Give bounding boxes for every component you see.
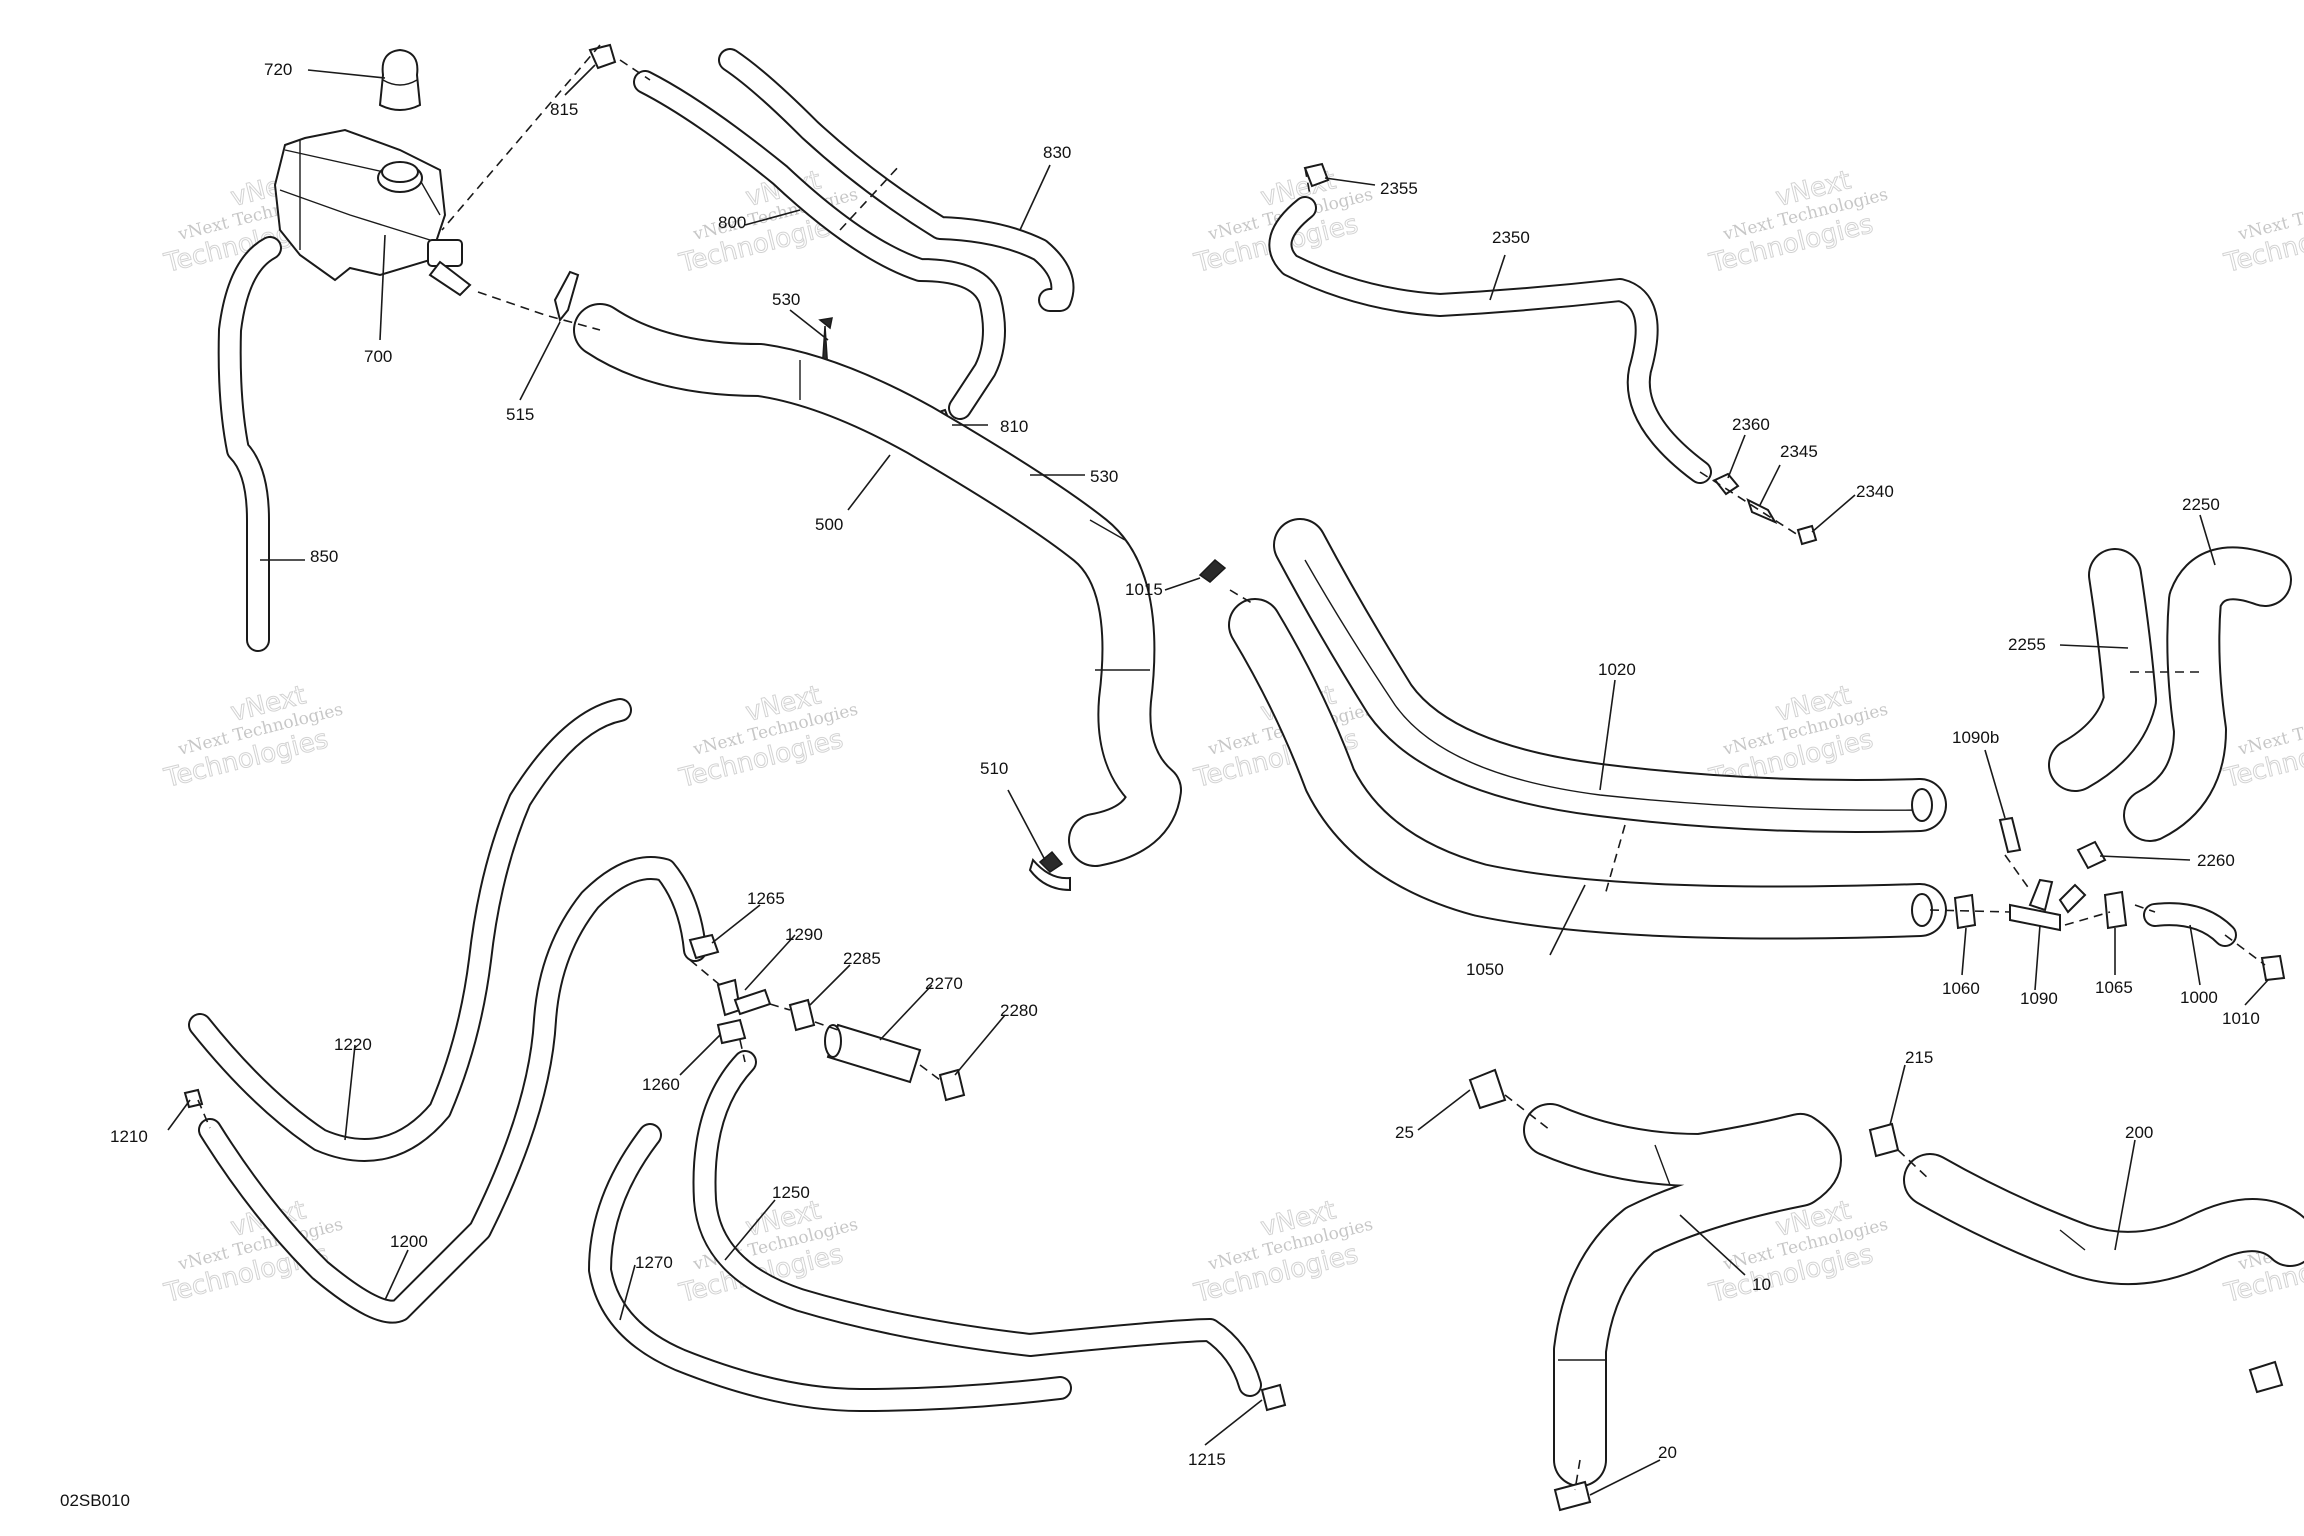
callout-1050: 1050 — [1466, 960, 1504, 979]
hose-830 — [718, 48, 1075, 312]
clamp-1215 — [1260, 1383, 1287, 1412]
callout-1220: 1220 — [334, 1035, 372, 1054]
callout-1200: 1200 — [390, 1232, 428, 1251]
callout-1015: 1015 — [1125, 580, 1163, 599]
hose-1020 — [1273, 518, 1947, 833]
callout-1215: 1215 — [1188, 1450, 1226, 1469]
callout-800: 800 — [718, 213, 746, 232]
callout-530: 530 — [1090, 467, 1118, 486]
callout-1010: 1010 — [2222, 1009, 2260, 1028]
callout-1090b: 1090b — [1952, 728, 1999, 747]
hose-2350 — [1268, 196, 1712, 484]
hose-1050 — [1228, 598, 1947, 940]
main-hose-500 — [573, 303, 1182, 867]
elbow-1290 — [716, 978, 772, 1017]
clamp-200-end — [2248, 1360, 2284, 1394]
sensor-1090b — [1998, 816, 2022, 854]
callout-2260: 2260 — [2197, 851, 2235, 870]
hose-1270 — [588, 1123, 1072, 1412]
fitting-2355 — [1303, 162, 1330, 188]
hose-2250 — [2123, 546, 2292, 842]
coolant-reservoir — [273, 128, 472, 297]
callout-2285: 2285 — [843, 949, 881, 968]
tube-2270 — [824, 1023, 922, 1084]
callout-215: 215 — [1905, 1048, 1933, 1067]
hose-1220 — [188, 698, 632, 1162]
hose-1200 — [198, 856, 707, 1324]
callout-1250: 1250 — [772, 1183, 810, 1202]
drawing-id: 02SB010 — [60, 1491, 130, 1510]
hose-800 — [633, 70, 1006, 420]
callout-2350: 2350 — [1492, 228, 1530, 247]
tee-1090 — [2009, 878, 2087, 932]
leader-lines — [167, 64, 2269, 1496]
hose-200 — [1903, 1153, 2304, 1285]
callout-850: 850 — [310, 547, 338, 566]
callout-2345: 2345 — [1780, 442, 1818, 461]
callout-1270: 1270 — [635, 1253, 673, 1272]
clamp-2260 — [2076, 840, 2107, 870]
fitting-2340 — [1796, 524, 1818, 546]
callout-830: 830 — [1043, 143, 1071, 162]
clamp-510 — [1028, 850, 1071, 892]
callout-2280: 2280 — [1000, 1001, 1038, 1020]
hose-1250 — [692, 1050, 1262, 1397]
callout-1210: 1210 — [110, 1127, 148, 1146]
bracket-515 — [553, 270, 580, 323]
clamp-1010 — [2260, 954, 2286, 982]
callout-25: 25 — [1395, 1123, 1414, 1142]
nut-2360 — [1713, 472, 1740, 496]
assembly-lines — [197, 44, 2266, 1491]
callout-2360: 2360 — [1732, 415, 1770, 434]
callout-1065: 1065 — [2095, 978, 2133, 997]
callout-500: 500 — [815, 515, 843, 534]
callout-1290: 1290 — [785, 925, 823, 944]
callout-2355: 2355 — [1380, 179, 1418, 198]
overflow-hose — [217, 236, 282, 652]
hose-1000 — [2143, 902, 2237, 947]
callout-20: 20 — [1658, 1443, 1677, 1462]
callout-10: 10 — [1752, 1275, 1771, 1294]
callout-1260: 1260 — [642, 1075, 680, 1094]
callout-2250: 2250 — [2182, 495, 2220, 514]
callout-2340: 2340 — [1856, 482, 1894, 501]
callout-515: 515 — [506, 405, 534, 424]
hose-clip — [588, 43, 617, 70]
callout-720: 720 — [264, 60, 292, 79]
callout-1265: 1265 — [747, 889, 785, 908]
hose-2255 — [2048, 548, 2157, 792]
reservoir-cap — [378, 48, 422, 111]
clamp-1065 — [2103, 890, 2128, 930]
clamp-2285 — [788, 998, 816, 1032]
callout-labels: 720 815 830 800 700 515 530 810 530 500 … — [110, 60, 2260, 1469]
callout-1000: 1000 — [2180, 988, 2218, 1007]
callout-510: 510 — [980, 759, 1008, 778]
clamp-215 — [1868, 1122, 1900, 1158]
clamp-1265 — [688, 933, 720, 960]
clamp-25 — [1468, 1068, 1507, 1110]
callout-1020: 1020 — [1598, 660, 1636, 679]
callout-530: 530 — [772, 290, 800, 309]
hose-10 — [1523, 1103, 1842, 1487]
callout-815: 815 — [550, 100, 578, 119]
clamp-1260 — [716, 1018, 747, 1045]
clamp-2280 — [938, 1068, 966, 1102]
callout-200: 200 — [2125, 1123, 2153, 1142]
clip-1015 — [1198, 558, 1227, 583]
clamp-20 — [1553, 1480, 1592, 1512]
callout-2255: 2255 — [2008, 635, 2046, 654]
callout-2270: 2270 — [925, 974, 963, 993]
callout-1060: 1060 — [1942, 979, 1980, 998]
callout-810: 810 — [1000, 417, 1028, 436]
callout-1090: 1090 — [2020, 989, 2058, 1008]
callout-700: 700 — [364, 347, 392, 366]
